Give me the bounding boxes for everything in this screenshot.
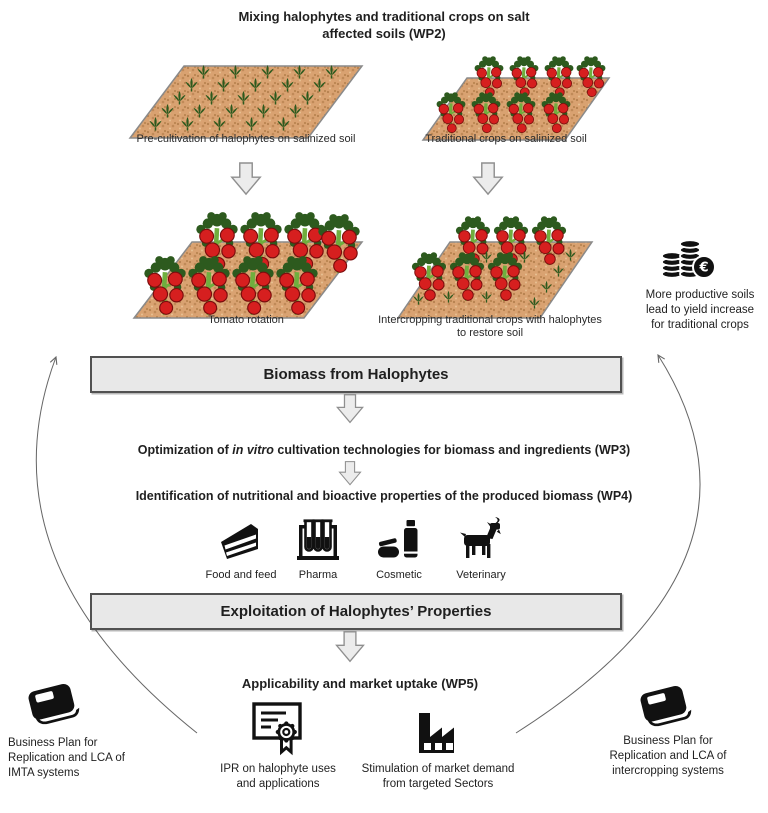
intercropping-label-line-1: Intercropping traditional crops with hal… <box>378 314 602 326</box>
market-label-line-2: from targeted Sectors <box>382 778 494 790</box>
sector-food-and-feed: Food and feed <box>191 512 291 582</box>
biomass-bar: Biomass from Halophytes <box>90 356 622 393</box>
title-line-2: affected soils (WP2) <box>322 26 446 41</box>
down-arrow-icon <box>231 162 261 195</box>
down-arrow-icon <box>338 461 362 486</box>
tomato-rotation-field-label: Tomato rotation <box>208 314 284 326</box>
factory-icon <box>419 713 454 753</box>
certificate-icon <box>252 702 302 756</box>
sector-pharma: Pharma <box>268 512 368 582</box>
yield-note-line-1: More productive soils <box>645 289 755 301</box>
sector-label: Cosmetic <box>376 569 422 581</box>
veterinary-icon <box>460 517 501 558</box>
cycle-arrow-right <box>515 353 701 734</box>
plan-right-line-1: Business Plan for <box>623 735 713 747</box>
traditional-crops-field-illustration <box>421 54 611 141</box>
plan-right-line-2: Replication and LCA of <box>609 750 727 762</box>
business-plan-left: Business Plan for Replication and LCA of… <box>8 736 166 781</box>
biomass-bar-label: Biomass from Halophytes <box>263 366 449 383</box>
wp4-line: Identification of nutritional and bioact… <box>135 489 633 503</box>
yield-note-line-3: for traditional crops <box>651 319 749 331</box>
ipr-output: IPR on halophyte uses and applications <box>197 696 359 792</box>
title-line-1: Mixing halophytes and traditional crops … <box>238 9 530 24</box>
plan-left-line-2: Replication and LCA of <box>8 752 125 764</box>
svg-text:€: € <box>698 261 708 276</box>
intercropping-label-line-2: to restore soil <box>456 327 524 339</box>
sector-cosmetic: Cosmetic <box>349 512 449 582</box>
down-arrow-icon <box>473 162 503 195</box>
yield-note-line-2: lead to yield increase <box>645 304 755 316</box>
diagram-title: Mixing halophytes and traditional crops … <box>0 8 768 42</box>
tomato-rotation-field-illustration <box>132 212 364 319</box>
pre-cultivation-field-label: Pre-cultivation of halophytes on saliniz… <box>136 133 356 145</box>
traditional-crops-field-label: Traditional crops on salinized soil <box>425 133 587 145</box>
market-label-line-1: Stimulation of market demand <box>361 763 515 775</box>
exploitation-bar-label: Exploitation of Halophytes’ Properties <box>220 603 492 620</box>
intercropping-field-label: Intercropping traditional crops with hal… <box>360 314 620 340</box>
ipr-label-line-1: IPR on halophyte uses <box>220 763 336 775</box>
euro-coins-icon: € <box>661 239 716 279</box>
down-arrow-icon <box>335 631 365 663</box>
wp3-text-post: cultivation technologies for biomass and… <box>273 443 631 457</box>
sector-label: Veterinary <box>456 569 506 581</box>
food-icon <box>221 524 258 559</box>
plan-left-line-3: IMTA systems <box>8 767 80 779</box>
exploitation-bar: Exploitation of Halophytes’ Properties <box>90 593 622 630</box>
book-icon <box>640 685 692 727</box>
wp3-text-pre: Optimization of <box>137 443 233 457</box>
ipr-output-label: IPR on halophyte uses and applications <box>197 762 359 792</box>
wp3-text-italic: in vitro <box>232 443 274 457</box>
market-demand-label: Stimulation of market demand from target… <box>348 762 528 792</box>
intercropping-field-illustration <box>396 216 594 319</box>
sector-label: Pharma <box>298 569 338 581</box>
business-plan-right: Business Plan for Replication and LCA of… <box>582 734 754 779</box>
sector-label: Food and feed <box>205 569 277 581</box>
wp3-line: Optimization of in vitro cultivation tec… <box>40 443 728 458</box>
cycle-arrow-left <box>35 355 198 734</box>
ipr-label-line-2: and applications <box>236 778 320 790</box>
plan-right-line-3: intercropping systems <box>612 765 724 777</box>
halophyte-field-illustration <box>128 64 364 139</box>
yield-increase-note: More productive soils lead to yield incr… <box>632 288 768 333</box>
plan-left-line-1: Business Plan for <box>8 737 98 749</box>
wp5-heading: Applicability and market uptake (WP5) <box>241 676 479 691</box>
cosmetic-icon <box>378 520 418 558</box>
book-icon <box>28 683 80 725</box>
market-demand-output: Stimulation of market demand from target… <box>348 696 528 792</box>
pharma-icon <box>297 519 339 560</box>
sector-veterinary: Veterinary <box>431 512 531 582</box>
down-arrow-icon <box>336 394 364 424</box>
